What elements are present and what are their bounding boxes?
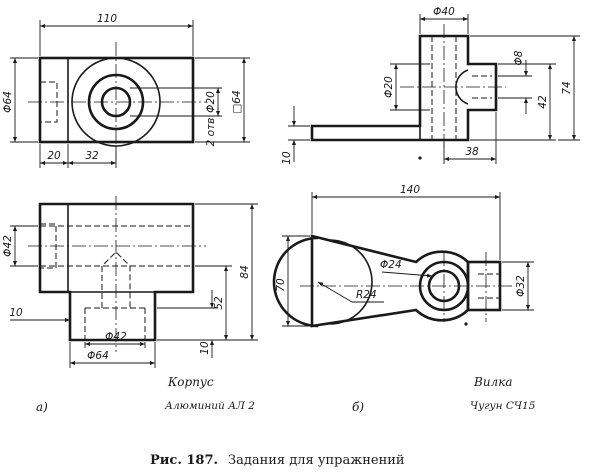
dim-bore-phi42: Φ42 — [2, 235, 14, 257]
part-b-front-view: Φ40 Φ20 Φ8 42 74 10 38 — [281, 6, 580, 165]
dim-phi20: Φ20 — [205, 91, 217, 113]
housing-front-hidden-bore — [40, 225, 193, 267]
part-a-letter: а) — [36, 400, 48, 414]
dim-32: 32 — [85, 150, 99, 162]
dim-20: 20 — [47, 150, 61, 162]
fork-front-hidden-bore — [431, 36, 457, 140]
dim-52: 52 — [213, 296, 225, 310]
dim-inner-phi20: Φ20 — [383, 76, 395, 98]
dim-10-base-b: 10 — [281, 151, 293, 165]
fork-front-outline — [310, 34, 498, 142]
dim-r24: R24 — [356, 289, 377, 301]
part-a-front-view: Φ42 84 52 10 10 Φ42 Φ64 — [2, 196, 258, 368]
fork-top-arc — [272, 236, 319, 328]
part-b-name: Вилка — [473, 375, 513, 389]
housing-front-outline — [38, 202, 195, 342]
dim-70: 70 — [275, 278, 287, 292]
dim-phi64: Φ64 — [2, 91, 14, 113]
dim-10-offset: 10 — [9, 307, 23, 319]
part-b-top-view: 140 70 Φ24 R24 Φ32 — [272, 184, 534, 328]
part-a-name: Корпус — [167, 375, 214, 389]
part-a-material: Алюминий АЛ 2 — [164, 400, 255, 412]
dim-width-110: 110 — [97, 13, 117, 25]
dim-84: 84 — [239, 265, 251, 278]
dim-phi8: Φ8 — [513, 50, 525, 65]
dim-boss-phi42: Φ42 — [105, 331, 127, 343]
dim-flange-phi64: Φ64 — [87, 350, 109, 362]
dim-phi24: Φ24 — [380, 259, 402, 271]
dim-38: 38 — [465, 146, 479, 158]
part-b-material: Чугун СЧ15 — [470, 400, 536, 412]
fork-top-outline — [310, 234, 470, 328]
dim-74: 74 — [561, 81, 573, 94]
part-b-letter: б) — [352, 400, 364, 414]
dim-140: 140 — [400, 184, 420, 196]
figure-title: Задания для упражнений — [228, 453, 405, 468]
dim-square64: □64 — [231, 90, 243, 113]
dim-10-base: 10 — [199, 341, 211, 355]
part-a-top-view: 110 Φ64 Φ20 □64 2 отв 20 32 — [2, 13, 250, 168]
dim-phi40: Φ40 — [433, 6, 455, 18]
dim-42: 42 — [537, 95, 549, 109]
note-2-holes: 2 отв — [205, 118, 217, 147]
dim-phi32: Φ32 — [515, 275, 527, 297]
housing-front-hidden-hole — [101, 251, 131, 308]
figure-number: Рис. 187. — [150, 453, 218, 468]
